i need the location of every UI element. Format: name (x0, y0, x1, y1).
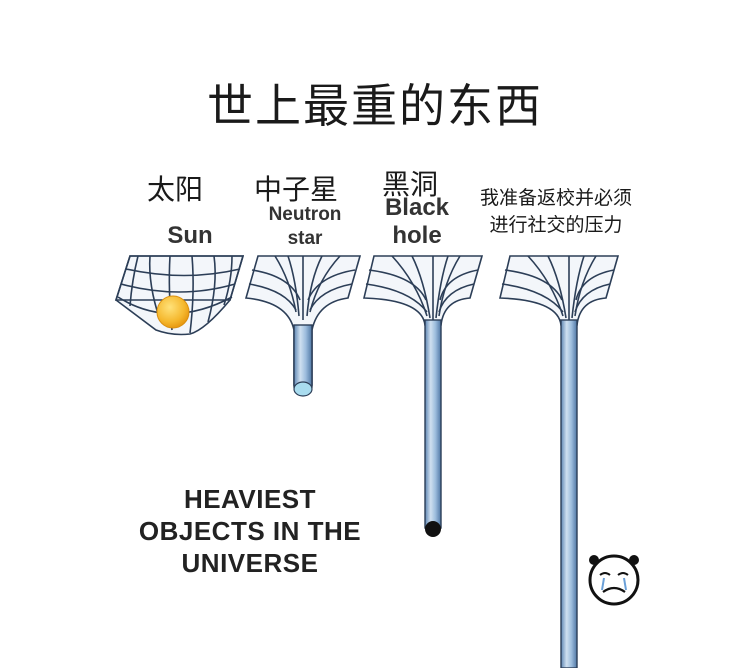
sun-spacetime-sheet (114, 255, 245, 336)
page-title: 世上最重的东西 (207, 79, 543, 133)
black-hole-label-zh: 黑洞 (381, 168, 438, 201)
black-hole-label-en-1: Black (384, 194, 450, 221)
neutron-star-ball (293, 381, 313, 397)
black-hole-label-en-2: hole (392, 222, 442, 249)
neutron-star-tube (293, 324, 313, 388)
social-pressure-label-line-2: 进行社交的压力 (489, 214, 623, 236)
black-hole-spacetime-sheet (362, 255, 484, 326)
heaviest-objects-caption: HEAVIEST OBJECTS IN THE UNIVERSE (125, 483, 375, 579)
sun-label-en: Sun (167, 222, 213, 249)
social-pressure-spacetime-sheet (498, 255, 620, 326)
neutron-star-label-zh: 中子星 (253, 173, 338, 206)
social-pressure-label-line-1: 我准备返校并必须 (479, 187, 632, 209)
neutron-star-spacetime-sheet (244, 255, 362, 386)
sun-ball (156, 295, 190, 329)
crying-face-sticker (586, 548, 642, 610)
black-hole-tube (424, 319, 442, 529)
caption-line-1: HEAVIEST (183, 484, 317, 514)
black-hole-ball (425, 521, 441, 537)
social-pressure-tube (560, 319, 578, 668)
neutron-star-label-en-2: star (287, 228, 323, 249)
social-pressure-label: 我准备返校并必须 进行社交的压力 (456, 185, 656, 239)
neutron-star-label-en-1: Neutron (268, 204, 342, 225)
caption-line-3: UNIVERSE (181, 548, 319, 578)
caption-line-2: OBJECTS IN THE (138, 516, 362, 546)
sun-label-zh: 太阳 (146, 173, 203, 206)
